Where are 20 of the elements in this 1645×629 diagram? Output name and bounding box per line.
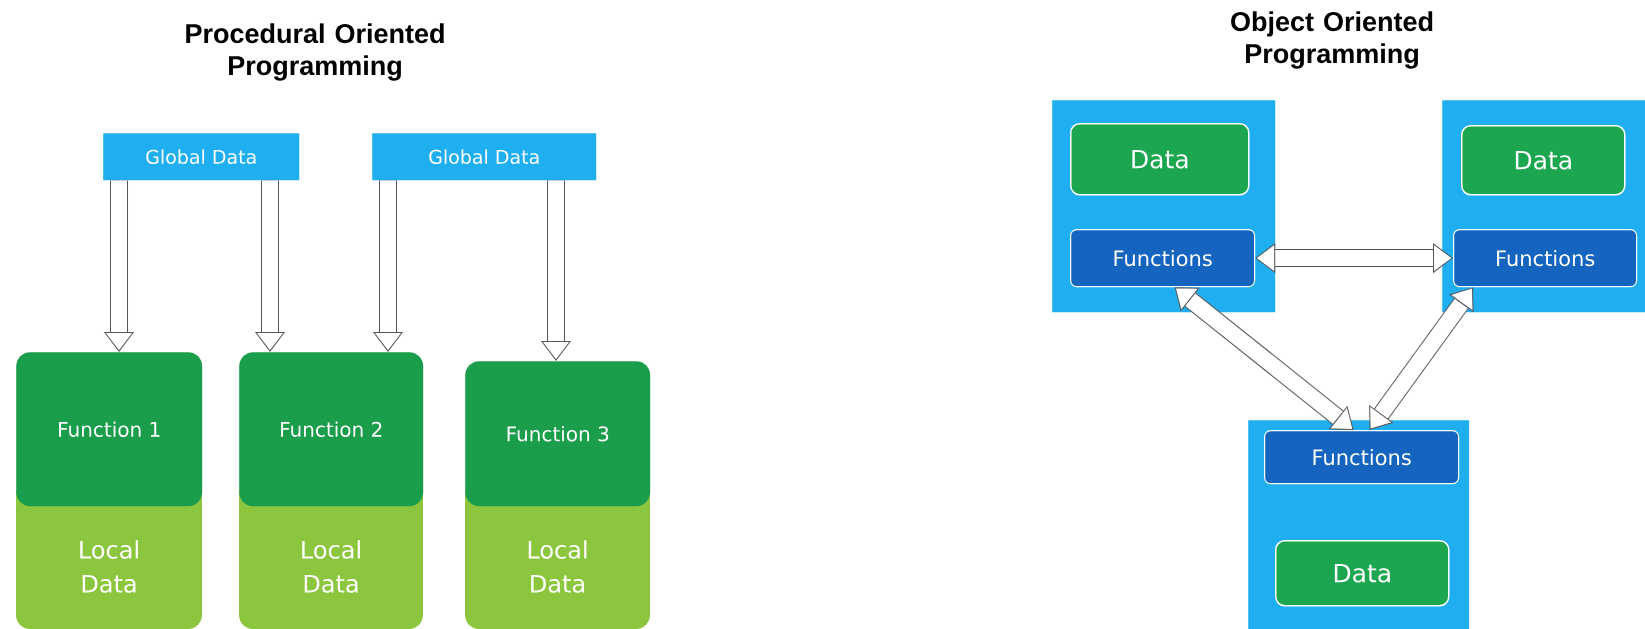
hollow-arrow: [541, 180, 571, 361]
hollow-arrow: [1174, 287, 1354, 430]
hollow-arrow: [1369, 287, 1474, 430]
global-data-box: Global Data: [372, 133, 597, 181]
global-data-box: Global Data: [103, 133, 300, 181]
title: Procedural Oriented Programming: [186, 23, 444, 81]
data-box: Data: [1461, 125, 1626, 196]
data-box: Data: [1275, 540, 1450, 607]
hollow-arrow: [1255, 243, 1453, 273]
function-box: Function 2: [239, 352, 424, 507]
function-box: Function 1: [16, 352, 203, 507]
functions-box: Functions: [1453, 229, 1638, 288]
data-box: Data: [1070, 123, 1250, 196]
title: Object Oriented Programming: [1231, 11, 1433, 69]
hollow-arrow: [373, 180, 403, 352]
functions-box: Functions: [1070, 229, 1256, 288]
hollow-arrow: [104, 180, 134, 352]
functions-box: Functions: [1264, 430, 1460, 485]
hollow-arrow: [255, 180, 285, 352]
function-box: Function 3: [465, 361, 651, 507]
